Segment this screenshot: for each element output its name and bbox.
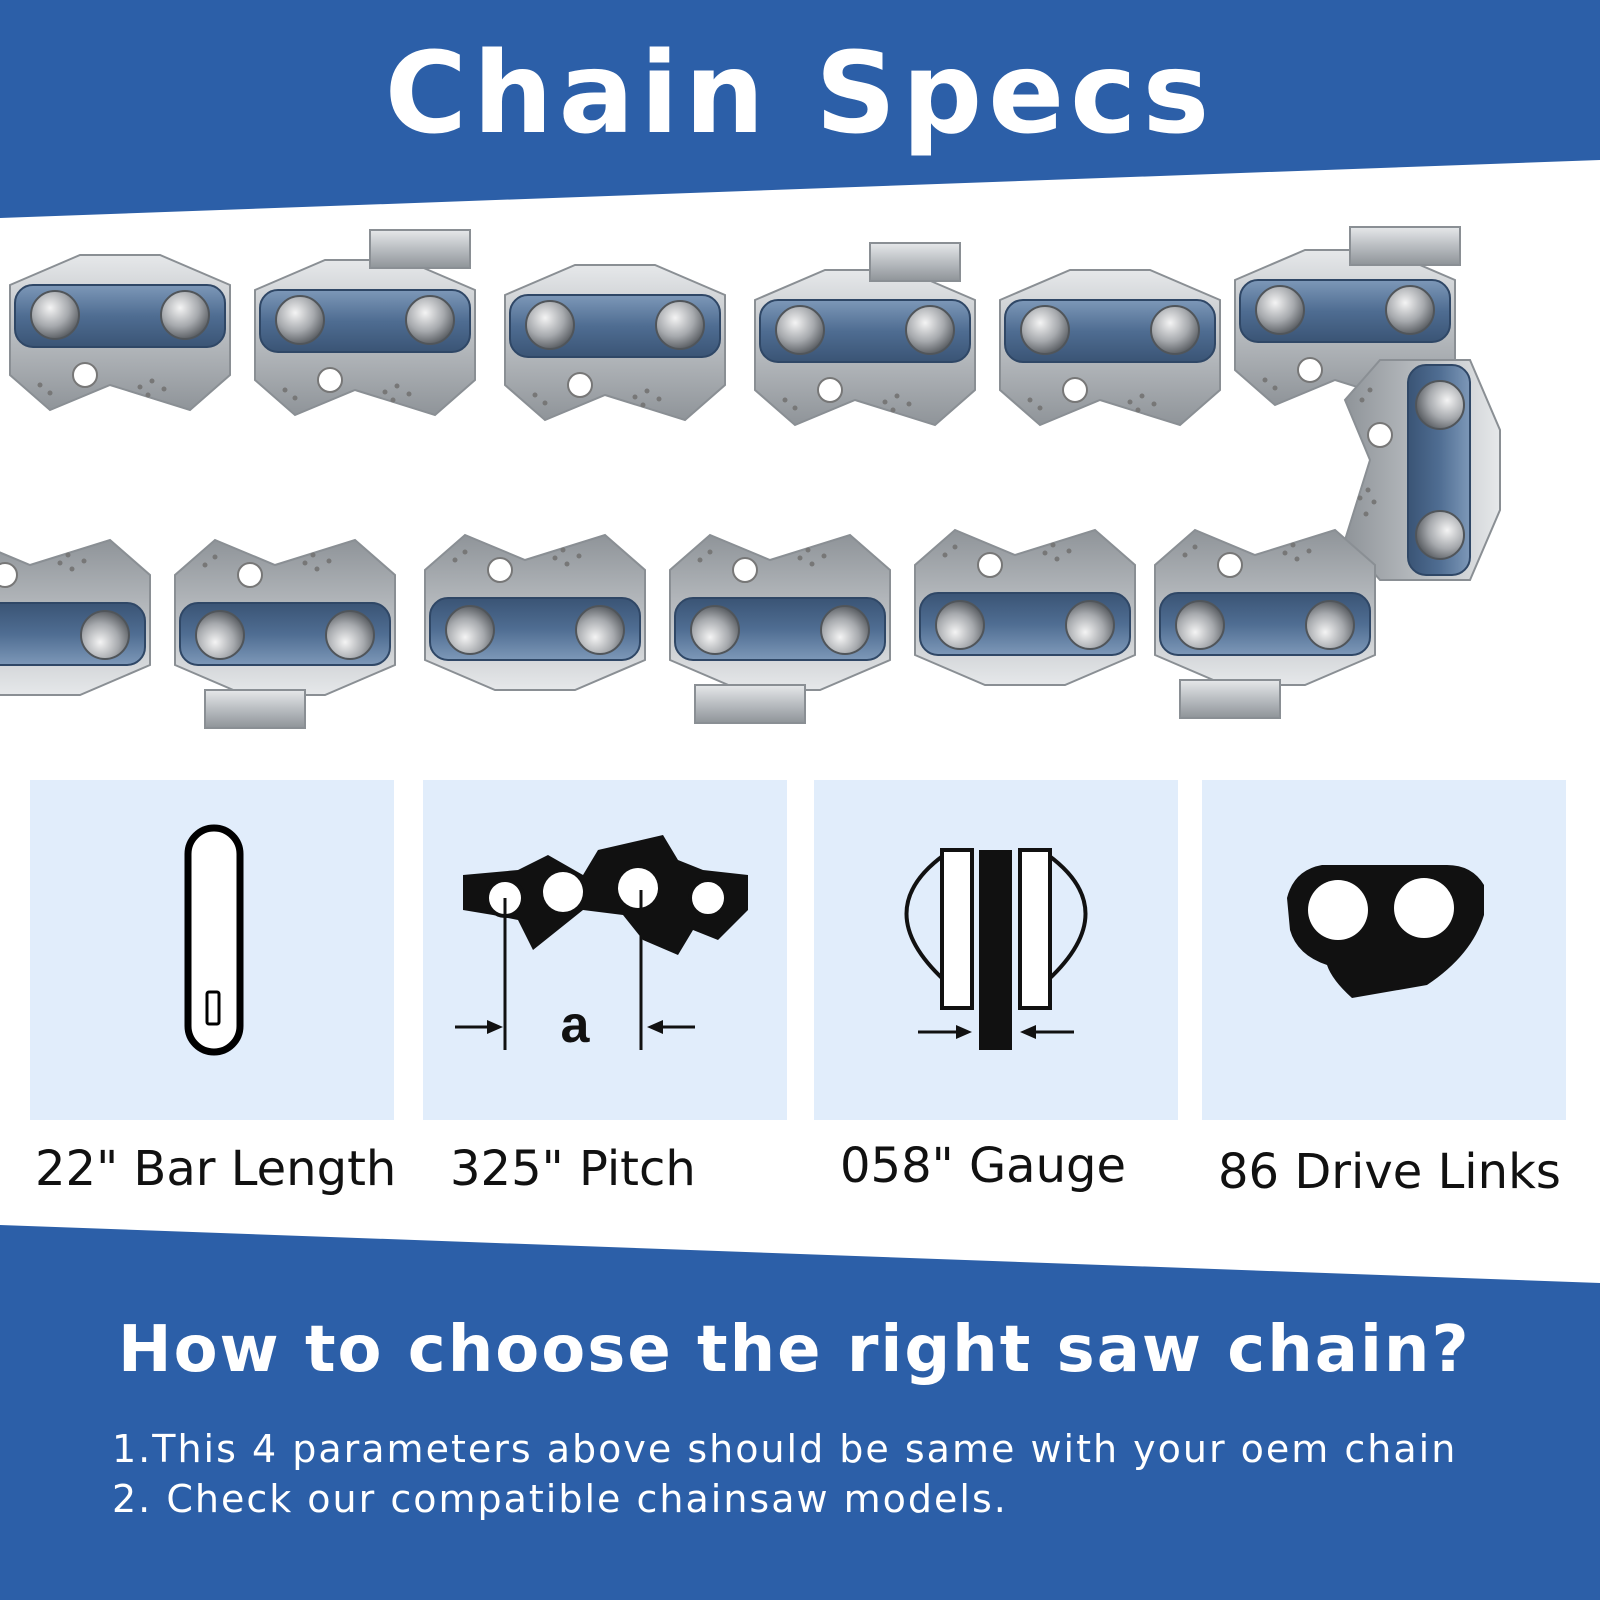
spec-bar-length: 22" Bar Length xyxy=(35,1141,397,1197)
spec-pitch: 325" Pitch xyxy=(450,1141,696,1197)
gauge-tile xyxy=(814,780,1178,1120)
page-title: Chain Specs xyxy=(384,29,1216,159)
spec-gauge: 058" Gauge xyxy=(840,1138,1126,1194)
bar-icon xyxy=(184,824,244,1056)
pitch-icon: a xyxy=(455,835,748,1054)
bar-length-tile xyxy=(30,780,394,1120)
gauge-icon xyxy=(904,848,1088,1050)
pitch-symbol: a xyxy=(561,996,591,1054)
drive-links-tile xyxy=(1202,780,1566,1120)
drive-link-icon xyxy=(1287,865,1484,998)
guide-heading: How to choose the right saw chain? xyxy=(118,1313,1471,1387)
guide-tip-2: 2. Check our compatible chainsaw models. xyxy=(112,1477,1008,1521)
header-band xyxy=(0,0,1600,218)
saw-chain-photo xyxy=(0,226,1501,729)
pitch-tile: a xyxy=(423,780,787,1120)
guide-band xyxy=(0,1225,1600,1600)
spec-drive-links: 86 Drive Links xyxy=(1218,1144,1561,1200)
guide-tip-1: 1.This 4 parameters above should be same… xyxy=(112,1427,1458,1471)
